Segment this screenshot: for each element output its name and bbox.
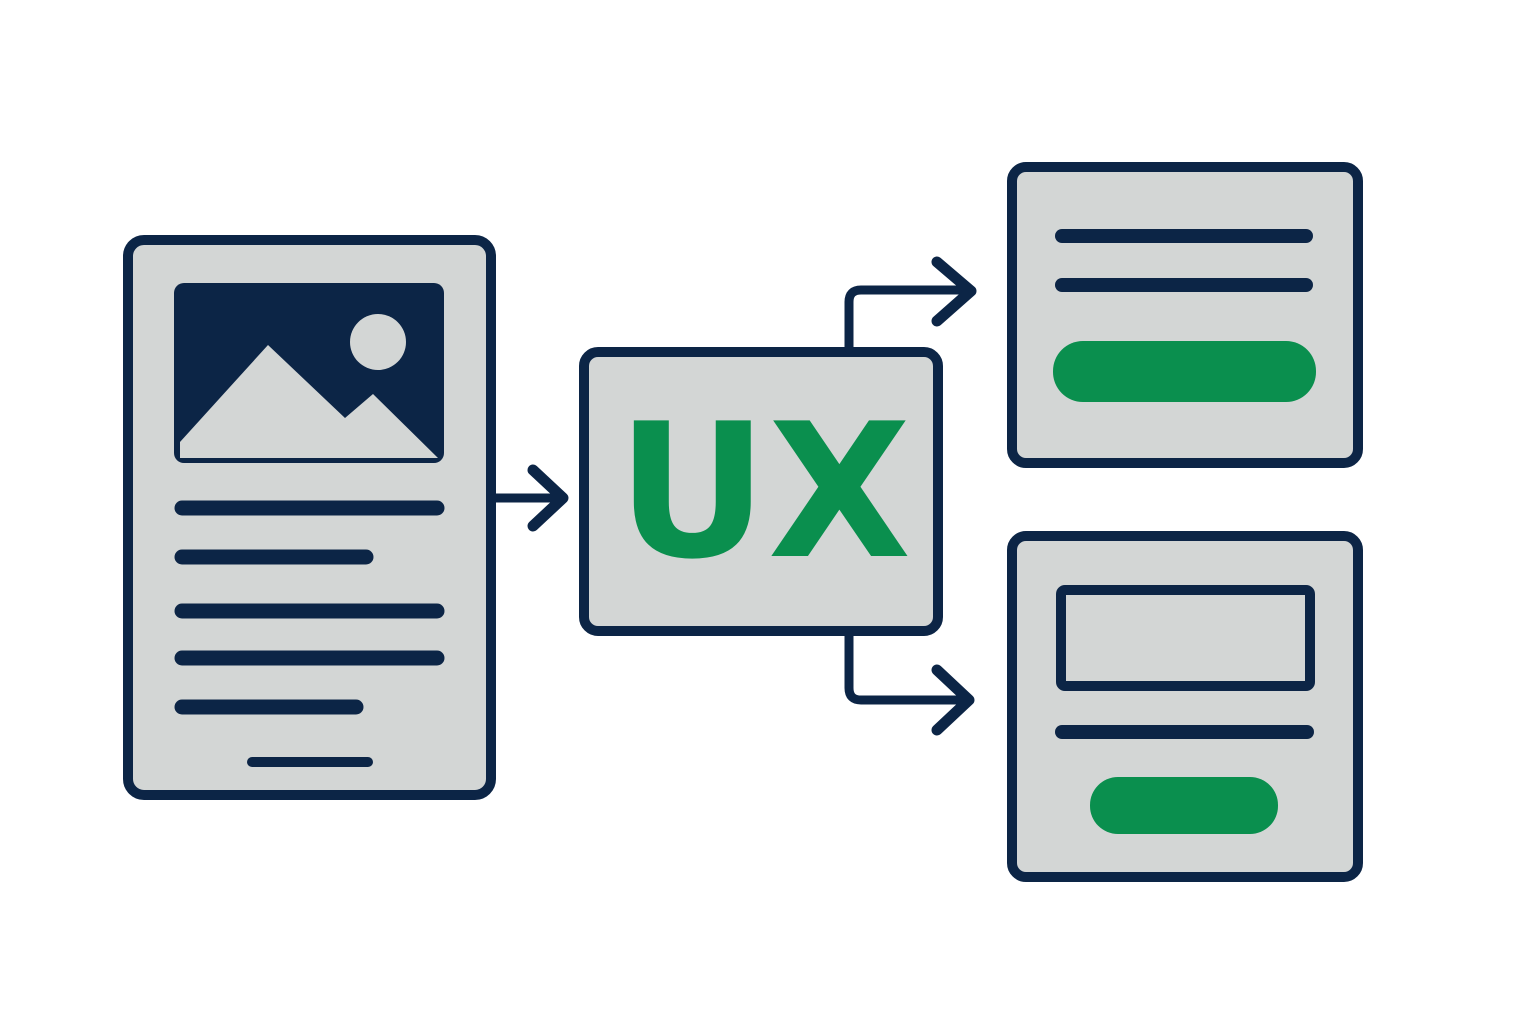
primary-button-shape — [1090, 777, 1278, 834]
input-field-shape — [1056, 585, 1315, 691]
arrow-right-icon — [489, 464, 569, 532]
image-icon — [174, 283, 444, 463]
ux-label: UX — [617, 383, 911, 600]
input-screen-wireframe — [1007, 531, 1363, 882]
arrow-right-icon — [844, 256, 977, 354]
ux-box: UX — [579, 347, 943, 636]
content-page-wireframe — [123, 235, 496, 800]
primary-button-shape — [1053, 341, 1316, 402]
arrow-right-icon — [844, 629, 975, 736]
form-screen-wireframe — [1007, 162, 1363, 468]
